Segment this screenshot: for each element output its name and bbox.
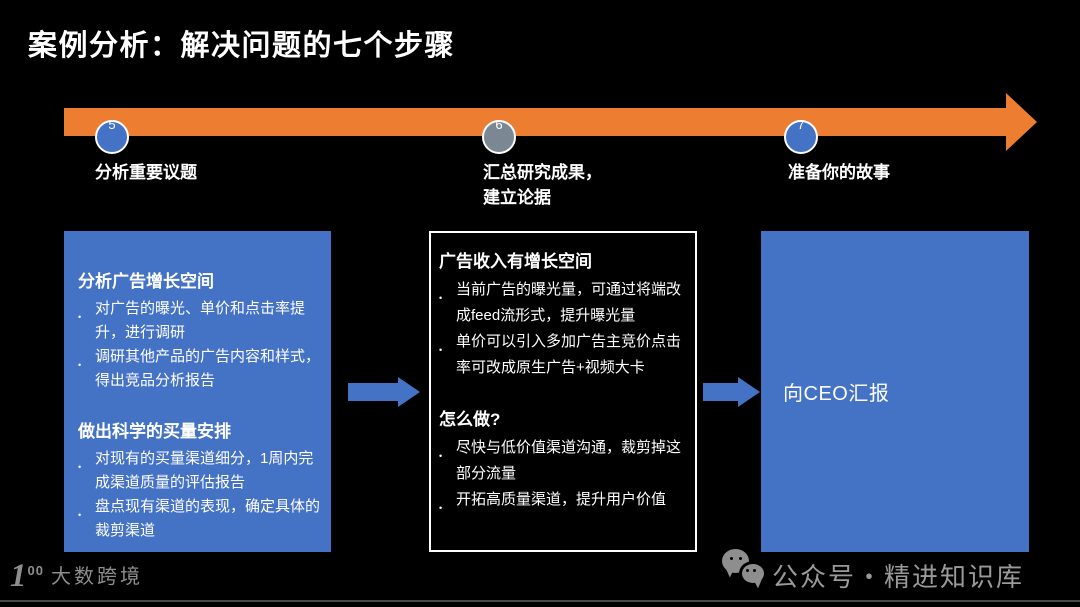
bullet-item: • 尽快与低价值渠道沟通，裁剪掉这部分流量 — [439, 435, 689, 487]
box-section: 做出科学的买量安排 • 对现有的买量渠道细分，1周内完成渠道质量的评估报告 • … — [78, 419, 321, 543]
bullet-icon: • — [78, 360, 82, 370]
wechat-bubble-small — [739, 561, 767, 586]
bullet-text: 对广告的曝光、单价和点击率提升，进行调研 — [95, 300, 306, 341]
bullet-text: 调研其他产品的广告内容和样式，得出竞品分析报告 — [95, 348, 321, 389]
bullet-item: • 单价可以引入多加广告主竞价点击率可改成原生广告+视频大卡 — [439, 329, 689, 381]
bullet-item: • 开拓高质量渠道，提升用户价值 — [439, 487, 689, 521]
timeline-arrowhead-icon — [1006, 93, 1037, 151]
timeline-arrow-bar — [64, 108, 1006, 136]
bullet-icon: • — [439, 451, 443, 461]
wechat-account-label: 公众号・精进知识库 — [772, 562, 1025, 592]
detail-box-ad-revenue: 广告收入有增长空间 • 当前广告的曝光量，可通过将端改成feed流形式，提升曝光… — [429, 231, 697, 552]
bullet-icon: • — [78, 510, 82, 520]
brand-logo-icon: 1 — [10, 558, 27, 594]
section-heading: 做出科学的买量安排 — [78, 422, 231, 441]
step-label-6: 汇总研究成果， 建立论据 — [483, 163, 602, 207]
brand-logo-icon: 00 — [27, 563, 44, 578]
bullet-item: • 对广告的曝光、单价和点击率提升，进行调研 — [78, 297, 321, 345]
box-section: 分析广告增长空间 • 对广告的曝光、单价和点击率提升，进行调研 • 调研其他产品… — [78, 269, 321, 393]
bullet-icon: • — [78, 312, 82, 322]
step-number: 7 — [797, 117, 805, 132]
section-heading: 分析广告增长空间 — [78, 272, 214, 291]
brand-name: 大数跨境 — [50, 566, 143, 588]
box-section: 怎么做? • 尽快与低价值渠道沟通，裁剪掉这部分流量 • 开拓高质量渠道，提升用… — [439, 407, 689, 521]
flow-arrowhead-2-icon — [738, 377, 760, 407]
flow-arrow-1 — [348, 383, 398, 401]
detail-box-analyze-ads: 分析广告增长空间 • 对广告的曝光、单价和点击率提升，进行调研 • 调研其他产品… — [64, 231, 331, 552]
detail-box-report-ceo: 向CEO汇报 — [761, 231, 1029, 552]
step-number: 6 — [495, 117, 503, 132]
bullet-icon: • — [78, 462, 82, 472]
step-label-5: 分析重要议题 — [95, 163, 197, 182]
bullet-item: • 盘点现有渠道的表现，确定具体的裁剪渠道 — [78, 495, 321, 543]
brand-logo: 1 00 大数跨境 — [10, 558, 143, 594]
bullet-text: 盘点现有渠道的表现，确定具体的裁剪渠道 — [95, 498, 321, 539]
bullet-text: 开拓高质量渠道，提升用户价值 — [456, 491, 667, 508]
bullet-item: • 调研其他产品的广告内容和样式，得出竞品分析报告 — [78, 345, 321, 393]
bullet-item: • 对现有的买量渠道细分，1周内完成渠道质量的评估报告 — [78, 447, 321, 495]
step-marker-5: 5 — [95, 117, 129, 154]
bullet-text: 单价可以引入多加广告主竞价点击率可改成原生广告+视频大卡 — [456, 333, 682, 376]
flow-arrow-2 — [703, 383, 738, 401]
step-number: 5 — [108, 117, 116, 132]
bullet-icon: • — [439, 503, 443, 513]
section-heading: 广告收入有增长空间 — [439, 252, 592, 271]
box-section: 广告收入有增长空间 • 当前广告的曝光量，可通过将端改成feed流形式，提升曝光… — [439, 249, 689, 381]
report-ceo-label: 向CEO汇报 — [783, 383, 890, 405]
section-heading: 怎么做? — [439, 410, 501, 429]
bottom-divider — [0, 600, 1080, 602]
flow-arrowhead-1-icon — [398, 377, 420, 407]
bullet-text: 对现有的买量渠道细分，1周内完成渠道质量的评估报告 — [95, 450, 314, 491]
bullet-icon: • — [439, 293, 443, 303]
bullet-item: • 当前广告的曝光量，可通过将端改成feed流形式，提升曝光量 — [439, 277, 689, 329]
slide-title: 案例分析：解决问题的七个步骤 — [28, 30, 456, 62]
bullet-text: 当前广告的曝光量，可通过将端改成feed流形式，提升曝光量 — [456, 281, 682, 324]
step-label-7: 准备你的故事 — [788, 163, 890, 182]
bullet-text: 尽快与低价值渠道沟通，裁剪掉这部分流量 — [456, 439, 682, 482]
bullet-icon: • — [439, 345, 443, 355]
step-marker-6: 6 — [482, 117, 516, 154]
step-marker-7: 7 — [784, 117, 818, 154]
wechat-icon — [722, 546, 768, 592]
